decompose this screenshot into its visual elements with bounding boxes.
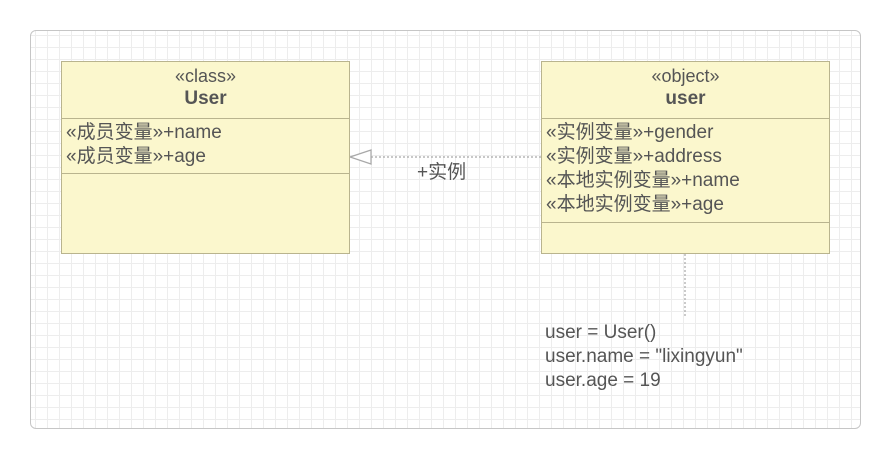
connectors-layer: [348, 149, 686, 318]
code-note[interactable]: user = User() user.name = "lixingyun" us…: [545, 321, 743, 393]
object-stereotype: «object»: [651, 66, 720, 86]
class-attribute: «成员变量»+name: [66, 122, 222, 143]
object-name: user: [665, 88, 706, 109]
instance-relation-label[interactable]: +实例: [417, 162, 467, 183]
class-name: User: [184, 88, 227, 109]
object-attribute: «本地实例变量»+name: [546, 170, 740, 191]
object-user-box[interactable]: «object» user «实例变量»+gender «实例变量»+addre…: [541, 61, 830, 254]
hollow-triangle-arrowhead: [348, 149, 372, 165]
note-line: user = User(): [545, 322, 657, 343]
class-header: «class» User: [62, 62, 349, 119]
class-attribute: «成员变量»+age: [66, 146, 206, 167]
object-header: «object» user: [542, 62, 829, 119]
note-line: user.name = "lixingyun": [545, 346, 743, 367]
class-stereotype: «class»: [174, 66, 237, 86]
class-attributes: «成员变量»+name «成员变量»+age: [62, 119, 349, 174]
object-attribute: «本地实例变量»+age: [546, 194, 724, 215]
note-line: user.age = 19: [545, 370, 661, 391]
object-attributes: «实例变量»+gender «实例变量»+address «本地实例变量»+na…: [542, 119, 829, 223]
class-user-box[interactable]: «class» User «成员变量»+name «成员变量»+age: [61, 61, 350, 254]
object-attribute: «实例变量»+address: [546, 146, 722, 167]
diagram-canvas[interactable]: «class» User «成员变量»+name «成员变量»+age «obj…: [30, 30, 861, 429]
object-attribute: «实例变量»+gender: [546, 122, 714, 143]
